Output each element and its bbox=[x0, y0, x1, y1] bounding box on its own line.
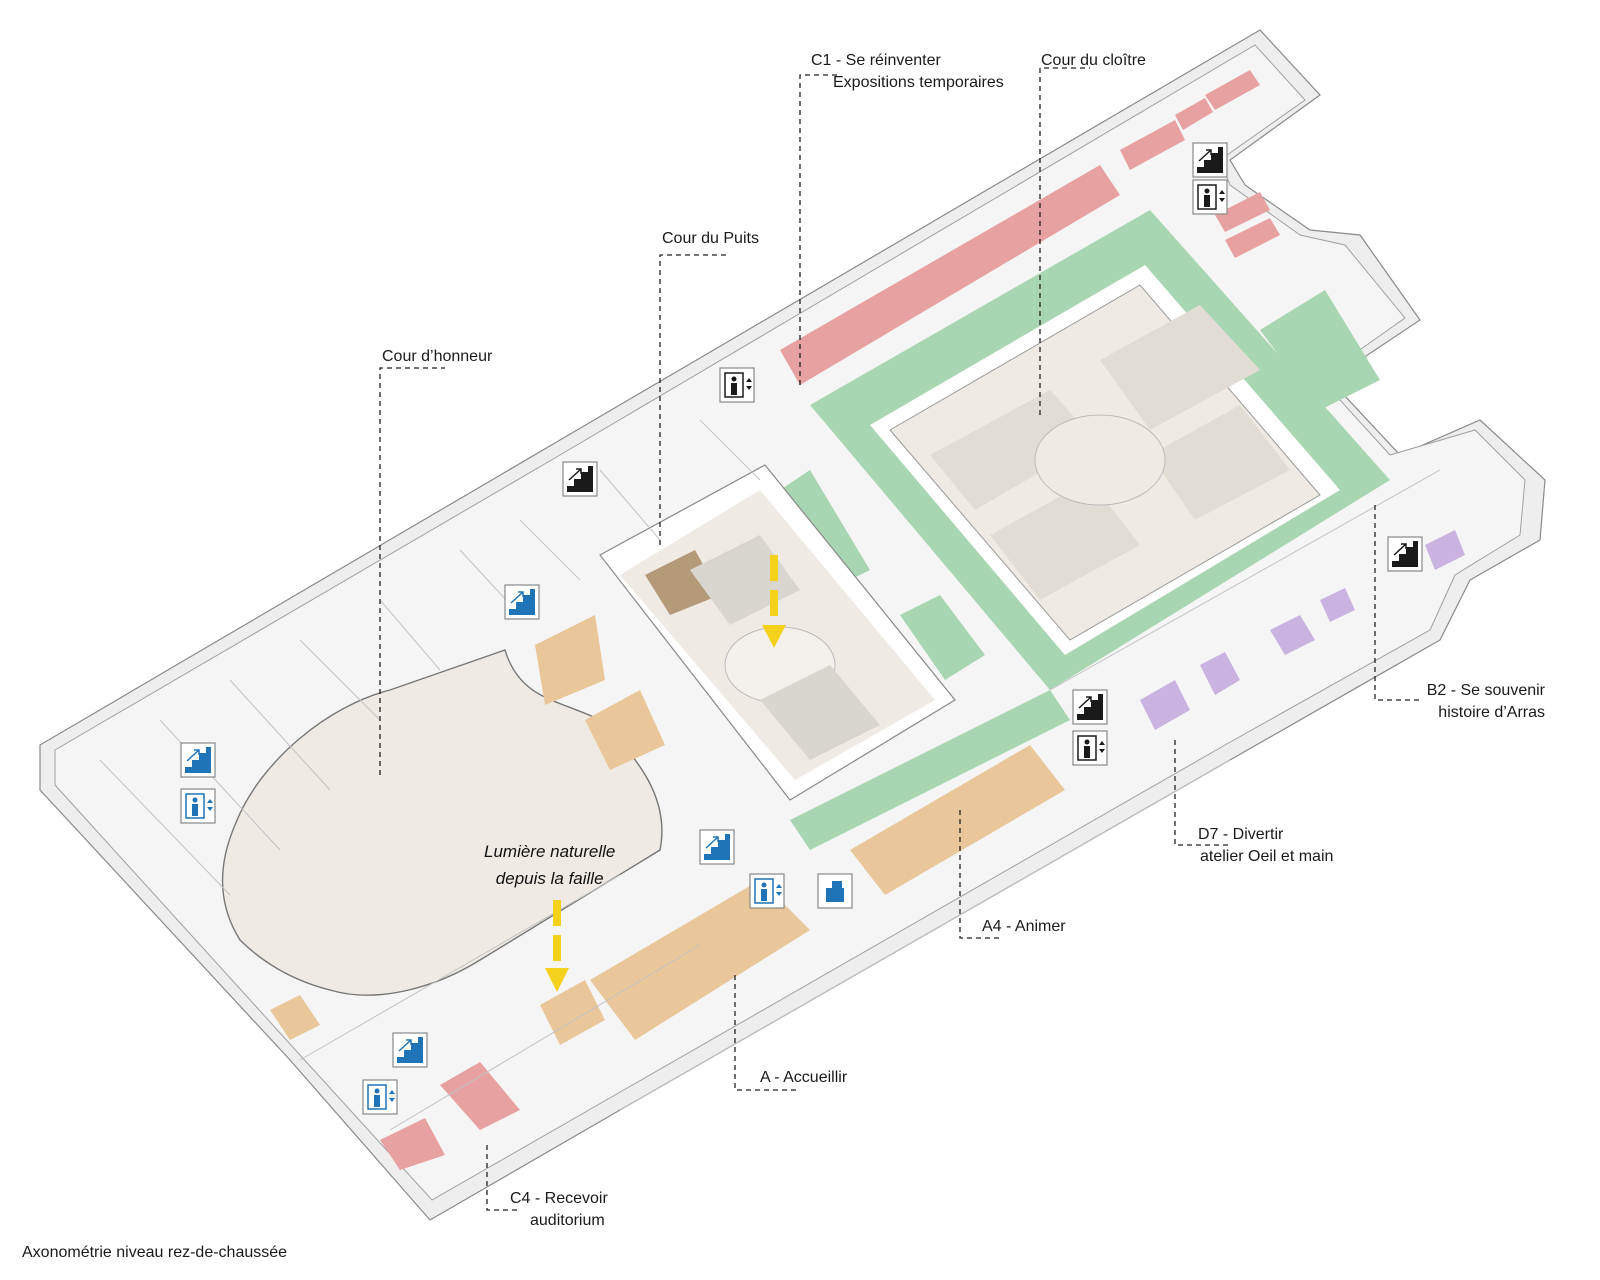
elevator-icon bbox=[719, 367, 755, 403]
elevator-icon bbox=[749, 873, 785, 909]
zone-accueil bbox=[270, 615, 1065, 1045]
stairs-icon bbox=[180, 742, 216, 778]
label-c4: C4 - Recevoir auditorium bbox=[510, 1188, 608, 1232]
elevator-icon bbox=[180, 788, 216, 824]
elevator-icon bbox=[1192, 179, 1228, 215]
label-c4-line2: auditorium bbox=[530, 1212, 605, 1229]
stairs-icon bbox=[1072, 689, 1108, 725]
natural-light-note: Lumière naturelle depuis la faille bbox=[484, 838, 615, 892]
cour-du-cloitre-garden bbox=[889, 284, 1321, 641]
label-d7-line2: atelier Oeil et main bbox=[1200, 848, 1334, 865]
label-c4-line1: C4 - Recevoir bbox=[510, 1190, 608, 1207]
label-c1-line2: Expositions temporaires bbox=[833, 74, 1004, 91]
label-cour-d-honneur: Cour d’honneur bbox=[382, 348, 493, 365]
stairs-icon bbox=[562, 461, 598, 497]
label-b2-line2: histoire d’Arras bbox=[1438, 704, 1545, 721]
leader-lines bbox=[379, 67, 1420, 1211]
natural-light-note-line2: depuis la faille bbox=[495, 869, 604, 888]
zone-expositions-temporaires bbox=[380, 70, 1280, 1170]
label-b2-line1: B2 - Se souvenir bbox=[1426, 682, 1545, 699]
elevator-icon bbox=[362, 1079, 398, 1115]
elevator-icon bbox=[1072, 730, 1108, 766]
circulation-icons bbox=[180, 142, 1423, 1115]
natural-light-arrows bbox=[545, 555, 786, 992]
stairs-icon bbox=[699, 829, 735, 865]
label-a4: A4 - Animer bbox=[982, 918, 1066, 935]
label-cour-du-cloitre: Cour du cloître bbox=[1041, 52, 1146, 69]
natural-light-note-line1: Lumière naturelle bbox=[484, 842, 616, 861]
label-b2: B2 - Se souvenir histoire d’Arras bbox=[1395, 680, 1545, 724]
zone-histoire-arras bbox=[1140, 530, 1465, 730]
stairs-icon bbox=[1192, 142, 1228, 178]
stairs-icon bbox=[504, 584, 540, 620]
diagram-caption: Axonométrie niveau rez-de-chaussée bbox=[22, 1244, 288, 1261]
label-c1: C1 - Se réinventer Expositions temporair… bbox=[811, 50, 1004, 94]
label-d7-line1: D7 - Divertir bbox=[1198, 826, 1284, 843]
cour-d-honneur bbox=[221, 649, 663, 996]
accessible-toilet-icon bbox=[817, 873, 853, 909]
stairs-icon bbox=[1387, 536, 1423, 572]
label-c1-line1: C1 - Se réinventer bbox=[811, 52, 941, 69]
label-d7: D7 - Divertir atelier Oeil et main bbox=[1198, 824, 1334, 868]
stairs-icon bbox=[392, 1032, 428, 1068]
label-cour-du-puits: Cour du Puits bbox=[662, 230, 759, 247]
label-a: A - Accueillir bbox=[760, 1069, 848, 1086]
